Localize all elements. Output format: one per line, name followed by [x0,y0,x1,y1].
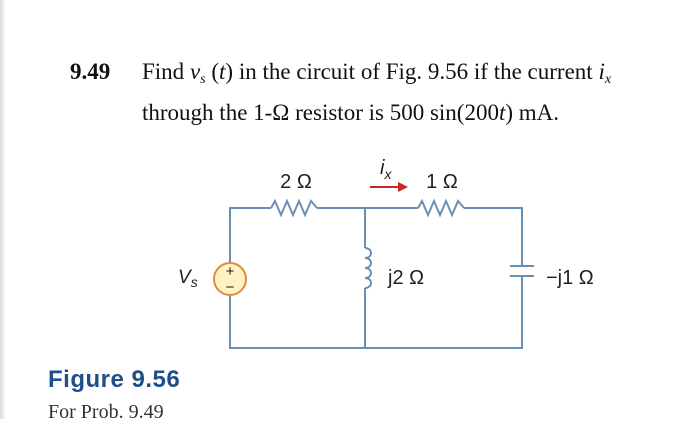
page-edge-shadow [0,0,6,419]
inductor-j2 [364,247,372,289]
label-1-ohm: 1 Ω [426,171,458,193]
label-vs: Vs [178,267,198,290]
label-ix-sub: x [383,166,392,182]
text-segment: Find [142,59,190,84]
label-j2-ohm: j2 Ω [387,267,424,289]
subscript-x: x [604,72,612,87]
voltage-source [213,262,247,296]
variable-t: t [498,100,506,125]
variable-i: i [598,59,605,84]
current-arrow-head [398,182,408,192]
text-segment: ( [205,59,220,84]
variable-t: t [219,59,226,84]
resistor-2-ohm [270,198,318,218]
wire-left-top [229,207,271,262]
source-minus: − [226,279,235,296]
wire-top-right [464,207,523,266]
problem-number: 9.49 [70,59,111,84]
subscript-s: s [200,72,206,87]
circuit-wires [229,198,534,349]
resistor-1-ohm [417,198,465,218]
label-2-ohm: 2 Ω [280,171,312,193]
label-vs-sub: s [191,274,198,290]
problem-line-1: 9.49 Find vs (t) in the circuit of Fig. 9… [70,55,690,96]
text-segment: through the 1-Ω resistor is 500 sin(200 [142,100,499,125]
wire-right-bottom [229,276,523,349]
text-segment: ) mA. [505,100,560,125]
label-ix: ix [380,157,392,182]
problem-line-2: through the 1-Ω resistor is 500 sin(200t… [70,96,690,129]
source-plus: + [226,263,235,280]
label-v: V [178,267,193,288]
figure-title: Figure 9.56 [48,366,181,393]
text-segment: ) in the circuit of Fig. 9.56 if the cur… [225,59,599,84]
label-i: i [380,157,385,179]
variable-v: v [189,59,201,84]
label-neg-j1-ohm: −j1 Ω [546,267,594,289]
figure-caption: For Prob. 9.49 [48,401,164,423]
